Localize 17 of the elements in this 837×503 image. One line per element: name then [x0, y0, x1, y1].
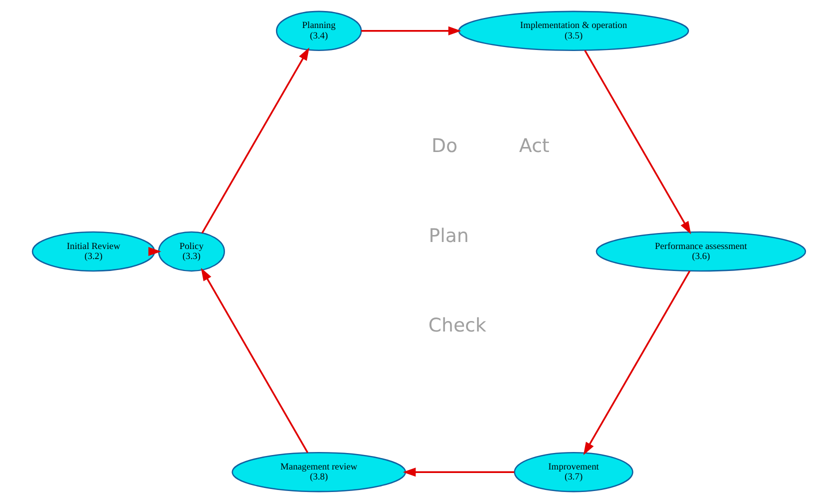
- arrow: [584, 50, 690, 234]
- label: Check: [428, 316, 486, 337]
- label: Do: [431, 136, 458, 157]
- label: Plan: [428, 226, 468, 247]
- node-ellipse: Improvement (3.7): [513, 452, 633, 492]
- arrow: [582, 270, 690, 456]
- arrow: [148, 247, 161, 256]
- node-ellipse: Performance assessment (3.6): [595, 231, 806, 272]
- arrow: [200, 48, 309, 234]
- node-ellipse: Management review (3.8): [231, 452, 406, 492]
- arrow: [402, 468, 514, 477]
- arrow: [360, 26, 461, 36]
- node-ellipse: Policy (3.3): [158, 231, 224, 272]
- arrow: [200, 268, 308, 453]
- label: Act: [518, 136, 549, 157]
- node-ellipse: Implementation & operation (3.5): [458, 10, 689, 51]
- node-ellipse: Planning (3.4): [275, 10, 362, 51]
